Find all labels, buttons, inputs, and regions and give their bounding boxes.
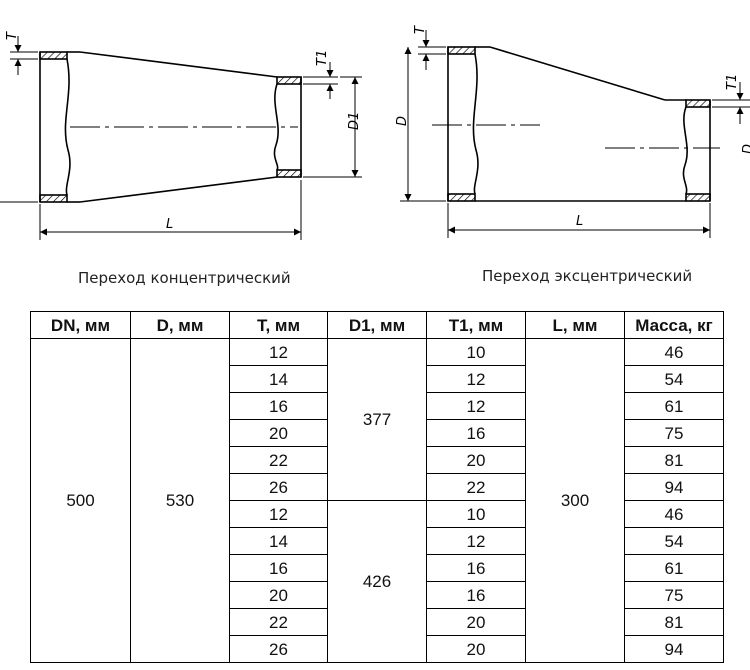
cell-t: 12 [229, 338, 328, 366]
cell-t: 14 [229, 365, 328, 393]
right-dim-t-label: T [413, 25, 428, 34]
right-dim-t1-label: T1 [725, 74, 740, 90]
cell-mass: 94 [624, 473, 724, 501]
cell-dn: 500 [30, 338, 131, 663]
cell-mass: 54 [624, 527, 724, 555]
eccentric-caption: Переход эксцентрический [482, 267, 693, 285]
cell-t1: 12 [426, 527, 526, 555]
table-row: 16 16 61 [31, 554, 724, 582]
eccentric-reducer-drawing [400, 30, 750, 238]
header-mass: Масса, кг [624, 311, 724, 339]
specs-table: DN, мм D, мм T, мм D1, мм T1, мм L, мм М… [30, 311, 724, 663]
cell-t1: 16 [426, 419, 526, 447]
cell-t1: 20 [426, 608, 526, 636]
cell-mass: 94 [624, 635, 724, 663]
header-t: T, мм [229, 311, 328, 339]
cell-mass: 46 [624, 338, 724, 366]
header-t1: T1, мм [426, 311, 526, 339]
header-l: L, мм [525, 311, 625, 339]
cell-t: 16 [229, 554, 328, 582]
table-row: 26 22 94 [31, 473, 724, 501]
table-row: 500 530 12 377 10 300 46 [30, 338, 724, 663]
cell-t1: 10 [426, 500, 526, 528]
table-row: 26 20 94 [31, 635, 724, 663]
cell-t1: 10 [426, 338, 526, 366]
cell-mass: 81 [624, 608, 724, 636]
cell-mass: 46 [624, 500, 724, 528]
cell-t1: 22 [426, 473, 526, 501]
table-row: 14 12 54 [31, 527, 724, 555]
cell-mass: 61 [624, 392, 724, 420]
right-dim-l-label: L [576, 214, 583, 229]
right-dim-d1-partial-label: D [741, 144, 750, 154]
cell-t: 22 [229, 446, 328, 474]
left-dim-d1-label: D1 [347, 112, 362, 130]
cell-mass: 81 [624, 446, 724, 474]
right-dim-d-label: D [395, 116, 410, 126]
cell-t: 14 [229, 527, 328, 555]
cell-mass: 54 [624, 365, 724, 393]
concentric-reducer-drawing [0, 36, 362, 240]
cell-t: 20 [229, 581, 328, 609]
left-dim-l-label: L [166, 217, 173, 232]
cell-t1: 12 [426, 392, 526, 420]
technical-drawings: T T1 D1 L [0, 25, 750, 240]
cell-t1: 20 [426, 446, 526, 474]
table-header-row: DN, мм D, мм T, мм D1, мм T1, мм L, мм М… [30, 311, 724, 339]
cell-t1: 12 [426, 365, 526, 393]
header-dn: DN, мм [30, 311, 131, 339]
cell-t1: 20 [426, 635, 526, 663]
cell-t: 16 [229, 392, 328, 420]
cell-t: 20 [229, 419, 328, 447]
cell-l: 300 [525, 338, 625, 663]
left-dim-t-label: T [5, 31, 20, 40]
table-row: 20 16 75 [31, 581, 724, 609]
cell-mass: 61 [624, 554, 724, 582]
table-row: 16 12 61 [31, 392, 724, 420]
table-row: 12 426 10 46 [31, 500, 724, 663]
cell-t: 22 [229, 608, 328, 636]
cell-d: 530 [130, 338, 230, 663]
cell-t: 26 [229, 635, 328, 663]
cell-t1: 16 [426, 554, 526, 582]
header-d1: D1, мм [327, 311, 427, 339]
cell-t1: 16 [426, 581, 526, 609]
cell-t: 26 [229, 473, 328, 501]
cell-t: 12 [229, 500, 328, 528]
cell-d1: 377 [327, 338, 427, 501]
concentric-caption: Переход концентрический [78, 269, 291, 287]
cell-mass: 75 [624, 581, 724, 609]
header-d: D, мм [130, 311, 230, 339]
cell-mass: 75 [624, 419, 724, 447]
cell-d1: 426 [327, 500, 427, 663]
left-dim-t1-label: T1 [315, 50, 330, 66]
